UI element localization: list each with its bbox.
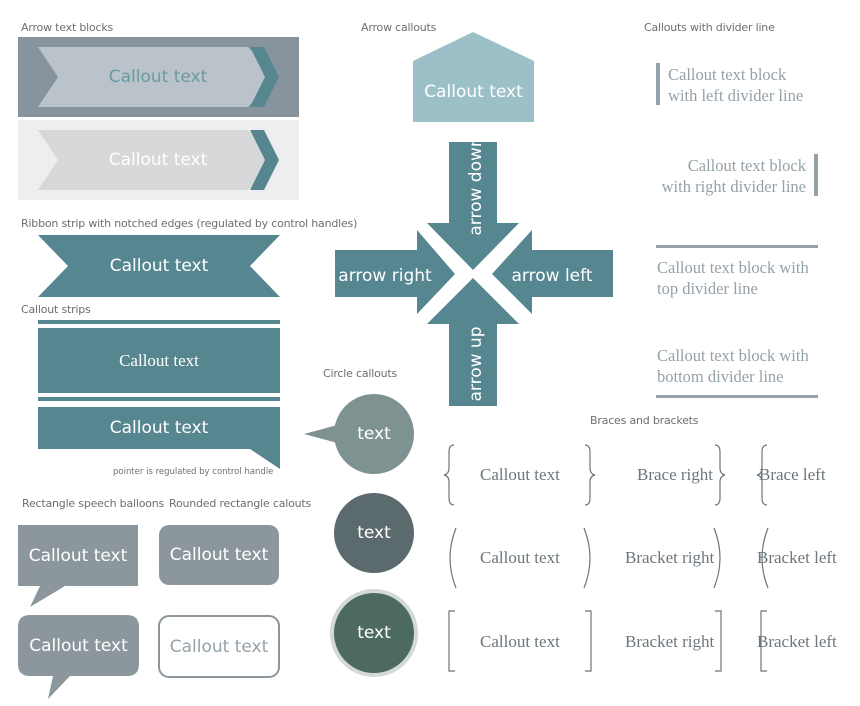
paren-left-of-both xyxy=(449,527,457,589)
left-divider-line xyxy=(656,63,660,105)
rounded-rectangle-callouts-label: Rounded rectangle calouts xyxy=(169,497,312,510)
arrow-callouts-label: Arrow callouts xyxy=(361,21,437,34)
divider-bottom-line-1: Callout text block with xyxy=(657,346,809,365)
divider-right-text: Callout text block with right divider li… xyxy=(640,155,806,197)
rectangle-speech-balloons-label: Rectangle speech balloons xyxy=(22,497,165,510)
paren-right-single xyxy=(713,527,721,589)
square-left-of-both xyxy=(448,610,455,672)
callout-strip-2-shape xyxy=(38,397,280,469)
rounded-callout-filled: Callout text xyxy=(159,525,279,585)
speech-balloon-rect-shape xyxy=(18,525,138,607)
paren-right-text: Bracket right xyxy=(625,548,715,567)
paren-right-of-both xyxy=(583,527,591,589)
circle-callouts-label: Circle callouts xyxy=(323,367,398,380)
braces-row-shapes xyxy=(443,444,768,506)
brace-right-of-both xyxy=(584,444,596,506)
speech-balloon-rounded-shape xyxy=(18,615,139,699)
callout-strips-label: Callout strips xyxy=(21,303,91,316)
paren-left-text: Bracket left xyxy=(757,548,837,567)
arrow-text-block-light-shape xyxy=(18,120,299,200)
circle-callout-plain-text: text xyxy=(357,523,391,543)
square-left-single xyxy=(760,610,767,672)
speech-balloon-rect-text: Callout text xyxy=(28,545,128,566)
divider-left-line-2: with left divider line xyxy=(668,86,804,105)
arrow-down-shape xyxy=(427,142,519,270)
arrow-left-text: arrow left xyxy=(511,266,593,286)
arrow-cross xyxy=(335,142,613,406)
ribbon-strip-label: Ribbon strip with notched edges (regulat… xyxy=(21,217,358,230)
paren-both-text: Callout text xyxy=(480,548,560,567)
arrow-text-block-dark: Callout text xyxy=(18,37,299,117)
rounded-callout-outline: Callout text xyxy=(158,615,280,678)
brace-both-text: Callout text xyxy=(480,465,560,484)
divider-bottom-line-2: bottom divider line xyxy=(657,367,784,386)
arrow-text-blocks-label: Arrow text blocks xyxy=(21,21,114,34)
callout-strip-2: Callout text xyxy=(38,397,280,469)
arrow-right-shape xyxy=(335,230,455,314)
square-bracket-row-shapes xyxy=(448,610,767,672)
square-both-text: Callout text xyxy=(480,632,560,651)
braces-and-brackets-label: Braces and brackets xyxy=(590,414,699,427)
divider-bottom-text: Callout text block with bottom divider l… xyxy=(657,345,809,387)
arrow-up-shape xyxy=(427,278,519,406)
circle-callout-plain-shape xyxy=(334,493,414,573)
divider-left-text: Callout text block with left divider lin… xyxy=(668,64,803,106)
divider-top-text: Callout text block with top divider line xyxy=(657,257,809,299)
divider-top-line-1: Callout text block with xyxy=(657,258,809,277)
right-divider-line xyxy=(814,154,818,196)
circle-callout-pointer-text: text xyxy=(357,424,391,444)
brace-right-single xyxy=(714,444,726,506)
pentagon-callout-shape xyxy=(413,32,534,122)
pentagon-callout: Callout text xyxy=(413,32,534,122)
square-left-text: Bracket left xyxy=(757,632,837,651)
circle-callout-pointer-shape xyxy=(304,394,414,474)
arrow-left-shape xyxy=(492,230,613,314)
brace-right-text: Brace right xyxy=(637,465,713,484)
callout-strip-1-shape xyxy=(38,320,280,393)
ribbon-strip-text: Callout text xyxy=(109,256,209,276)
paren-row-shapes xyxy=(449,527,769,589)
bottom-divider-line xyxy=(656,395,818,398)
square-right-of-both xyxy=(585,610,592,672)
divider-top-line-2: top divider line xyxy=(657,279,758,298)
arrow-down-text: arrow down xyxy=(466,136,486,236)
brace-left-of-both xyxy=(443,444,455,506)
arrow-right-text: arrow right xyxy=(338,266,432,286)
speech-balloon-rounded: Callout text xyxy=(18,615,139,699)
circle-callout-ringed-text: text xyxy=(357,623,391,643)
brace-left-text: Brace left xyxy=(759,465,826,484)
divider-right-line-1: Callout text block xyxy=(687,156,806,175)
arrow-text-block-dark-text: Callout text xyxy=(108,67,208,87)
callouts-with-divider-label: Callouts with divider line xyxy=(644,21,775,34)
ribbon-strip: Callout text xyxy=(38,235,280,297)
paren-left-single xyxy=(761,527,769,589)
divider-right-line-2: with right divider line xyxy=(661,177,806,196)
callout-strip-1: Callout text xyxy=(38,320,280,395)
ribbon-strip-shape xyxy=(38,235,280,297)
arrow-up-text: arrow up xyxy=(466,326,486,402)
circle-callout-ringed-shape xyxy=(330,589,418,677)
arrow-text-block-light: Callout text xyxy=(18,120,299,200)
arrow-text-block-light-text: Callout text xyxy=(108,150,208,170)
speech-balloon-rect: Callout text xyxy=(18,525,138,607)
callout-strip-pointer-note: pointer is regulated by control handle xyxy=(113,467,274,477)
brace-left-single xyxy=(756,444,768,506)
pentagon-callout-text: Callout text xyxy=(424,82,523,102)
speech-balloon-rounded-text: Callout text xyxy=(29,635,128,656)
top-divider-line xyxy=(656,245,818,248)
square-right-text: Bracket right xyxy=(625,632,715,651)
arrow-text-block-dark-shape xyxy=(18,37,299,117)
callout-strip-2-text: Callout text xyxy=(109,418,209,438)
divider-left-line-1: Callout text block xyxy=(668,65,787,84)
callout-strip-1-text: Callout text xyxy=(119,350,199,370)
square-right-single xyxy=(715,610,722,672)
